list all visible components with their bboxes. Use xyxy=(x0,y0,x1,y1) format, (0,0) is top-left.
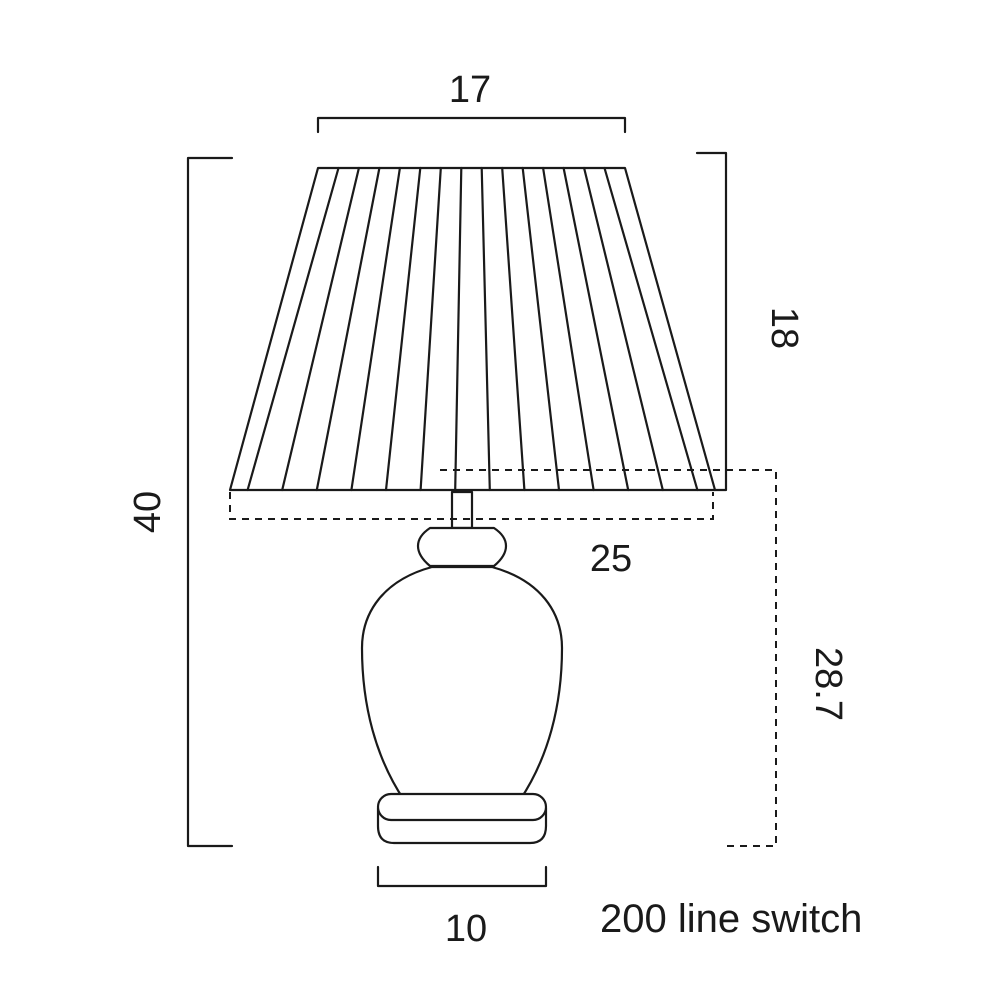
shade-pleat-line xyxy=(419,166,442,492)
shade-pleat-line xyxy=(603,166,699,492)
label-total-height: 40 xyxy=(127,491,169,533)
shade-pleat-line xyxy=(521,166,561,492)
shade-pleats xyxy=(246,166,699,492)
lamp-base xyxy=(376,792,548,845)
switch-note: 200 line switch xyxy=(600,897,862,941)
lamp-shade xyxy=(228,166,717,492)
shade-pleat-line xyxy=(454,166,463,492)
label-base-height: 28.7 xyxy=(807,647,849,721)
label-base-width: 10 xyxy=(445,908,487,950)
shade-pleat-line xyxy=(582,166,664,492)
label-shade-top-width: 17 xyxy=(449,69,491,111)
bracket-shade-height xyxy=(695,151,728,492)
shade-pleat-line xyxy=(501,166,526,492)
shade-pleat-line xyxy=(315,166,381,492)
dimension-base-height: 28.7 xyxy=(440,469,849,847)
dimension-total-height: 40 xyxy=(127,156,234,848)
shade-pleat-line xyxy=(384,166,422,492)
label-shade-bottom-width: 25 xyxy=(590,538,632,580)
lamp-collar xyxy=(416,526,508,568)
shade-pleat-line xyxy=(281,166,360,492)
bracket-total-height xyxy=(186,156,234,848)
bracket-shade-bottom-width xyxy=(229,492,714,520)
bracket-base-height xyxy=(440,469,777,847)
shade-pleat-line xyxy=(246,166,340,492)
shade-pleat-line xyxy=(562,166,630,492)
label-shade-height: 18 xyxy=(763,307,805,349)
shade-outline xyxy=(228,166,717,492)
dimension-shade-height: 18 xyxy=(695,151,805,492)
lamp-body xyxy=(360,565,564,802)
bracket-base-width xyxy=(376,865,548,888)
shade-pleat-line xyxy=(350,166,401,492)
bracket-shade-top-width xyxy=(316,116,627,134)
dimension-shade-bottom-width: 25 xyxy=(229,492,714,580)
lamp-neck xyxy=(450,490,474,530)
neck-rod xyxy=(450,490,474,530)
dimension-base-width: 10 xyxy=(376,865,548,950)
base-top xyxy=(376,792,548,822)
shade-pleat-line xyxy=(541,166,595,492)
dimension-shade-top-width: 17 xyxy=(316,69,627,134)
shade-pleat-line xyxy=(480,166,491,492)
